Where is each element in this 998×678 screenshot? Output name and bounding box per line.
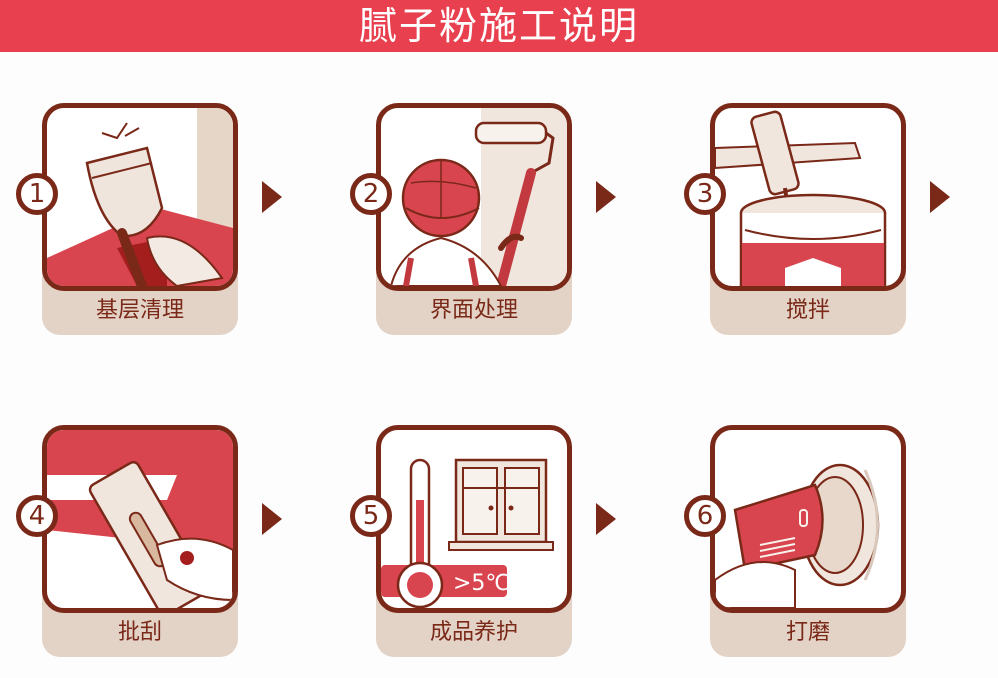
next-arrow-icon [596, 503, 616, 535]
step-label: 批刮 [117, 620, 162, 645]
step-illustration-frame [710, 103, 906, 291]
scraper-cleaning-icon [47, 108, 233, 286]
mixer-bucket-icon [715, 110, 887, 286]
step-number-badge: 3 [684, 173, 726, 215]
step-number-badge: 1 [16, 173, 58, 215]
step-card-5: >5℃ 5 成品养护 [350, 425, 572, 657]
trowel-spreading-icon [47, 430, 233, 608]
step-number-badge: 5 [350, 495, 392, 537]
step-illustration-frame [42, 103, 238, 291]
page-title: 腻子粉施工说明 [358, 4, 639, 48]
step-card-6: 6 打磨 [684, 425, 906, 657]
step-card-1: 1 基层清理 [16, 103, 238, 335]
roller-painter-icon [389, 108, 567, 286]
step-label: 打磨 [785, 620, 830, 645]
next-arrow-icon [596, 181, 616, 213]
thermometer-window-icon: >5℃ [381, 458, 554, 608]
step-card-2: 2 界面处理 [350, 103, 572, 335]
step-label: 界面处理 [429, 298, 518, 323]
next-arrow-icon [262, 181, 282, 213]
temperature-badge-text: >5℃ [453, 571, 510, 596]
title-banner: 腻子粉施工说明 [0, 0, 998, 52]
step-illustration-frame [710, 425, 906, 613]
step-number-badge: 6 [684, 495, 726, 537]
step-card-4: 4 批刮 [16, 425, 238, 657]
step-number-badge: 4 [16, 495, 58, 537]
step-label: 基层清理 [95, 298, 184, 323]
step-illustration-frame [376, 103, 572, 291]
next-arrow-icon [930, 181, 950, 213]
step-number-badge: 2 [350, 173, 392, 215]
step-illustration-frame [42, 425, 238, 613]
sander-polishing-icon [715, 463, 880, 608]
step-illustration-frame: >5℃ [376, 425, 572, 613]
step-label: 搅拌 [785, 298, 830, 323]
next-arrow-icon [262, 503, 282, 535]
step-label: 成品养护 [429, 620, 518, 645]
step-card-3: 3 搅拌 [684, 103, 906, 335]
